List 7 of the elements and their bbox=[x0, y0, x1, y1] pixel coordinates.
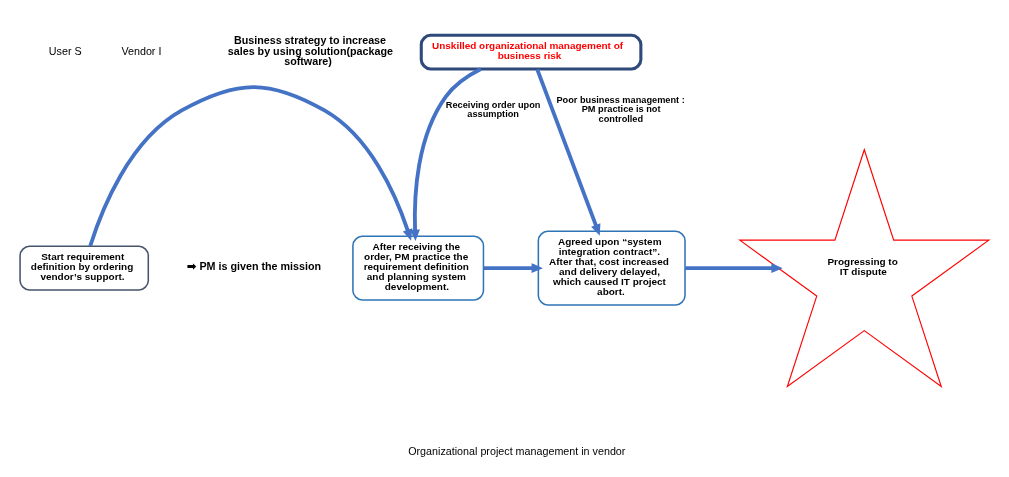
edge-label: Receiving order upon assumption bbox=[445, 99, 541, 120]
label: Vendor I bbox=[121, 44, 162, 57]
label: User S bbox=[48, 44, 82, 57]
label: Organizational project management in vendor bbox=[408, 444, 626, 457]
label: Business strategy to increase sales by using solution(package software) bbox=[227, 33, 394, 68]
label: ➡ PM is given the mission bbox=[187, 260, 322, 273]
edge-label: Poor business management : PM practice is not controlled bbox=[556, 95, 685, 124]
